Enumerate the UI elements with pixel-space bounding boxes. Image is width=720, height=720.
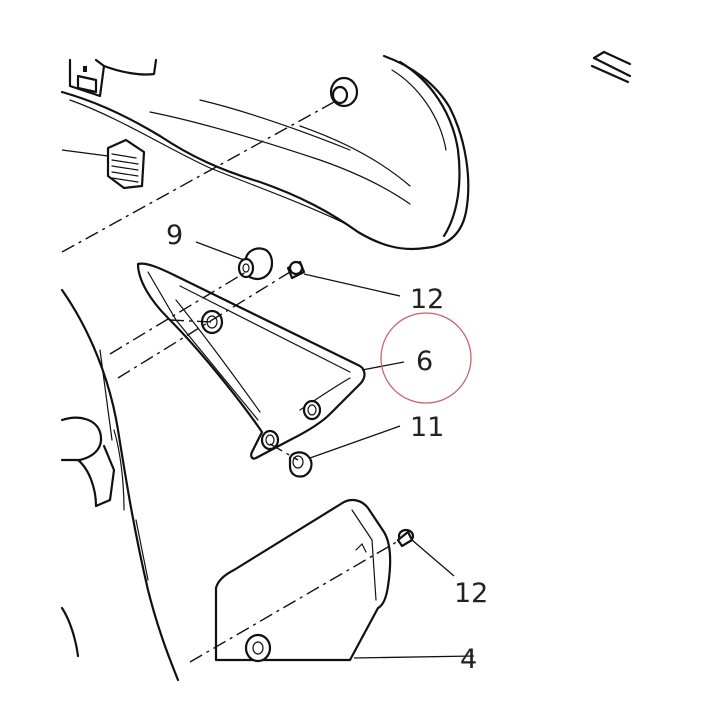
highlight-circle-6 <box>380 312 472 404</box>
upper-fairing-part <box>60 54 470 251</box>
grille-block-part <box>61 138 146 190</box>
assembly-lines <box>61 101 401 663</box>
panel-bracket-part-6 <box>136 262 366 460</box>
leader-6 <box>361 361 405 371</box>
callout-12-upper: 12 <box>410 284 444 315</box>
partial-part-top-right <box>590 50 632 84</box>
callout-6: 6 <box>416 346 433 377</box>
callout-4: 4 <box>460 644 477 675</box>
callout-9: 9 <box>166 220 183 251</box>
side-frame-part <box>60 288 180 682</box>
callout-11: 11 <box>410 412 444 443</box>
screw-part-12-lower <box>396 528 455 577</box>
lower-cover-part-4 <box>214 498 475 663</box>
clip-part-11 <box>288 425 401 478</box>
screw-part-12-upper <box>286 260 401 297</box>
callout-12-lower: 12 <box>454 578 488 609</box>
grommet-part-9 <box>195 241 274 280</box>
